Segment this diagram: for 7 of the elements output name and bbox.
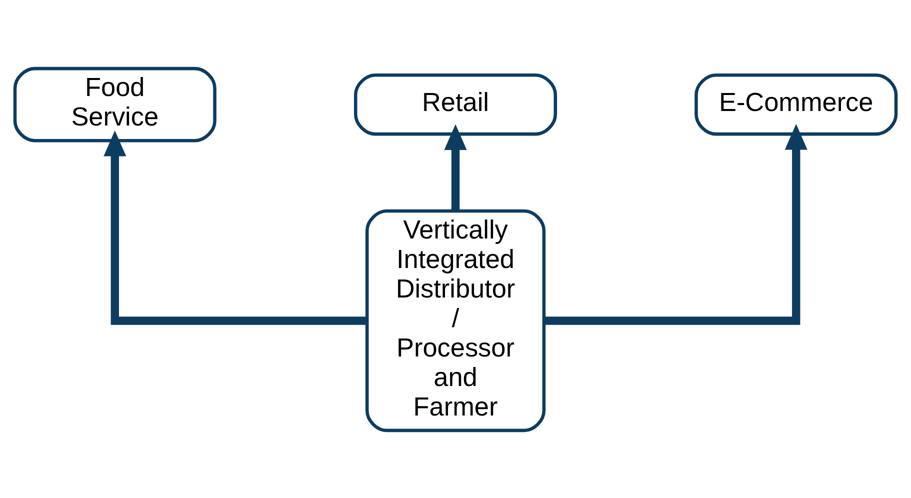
arrow: [444, 124, 467, 210]
node-box: E-Commerce: [694, 72, 898, 136]
node-box: Retail: [354, 72, 558, 136]
arrow: [104, 130, 367, 324]
node-box: Food Service: [13, 66, 216, 142]
node-box: Vertically Integrated Distributor / Processor and Farmer: [365, 208, 546, 432]
arrow: [544, 123, 808, 324]
